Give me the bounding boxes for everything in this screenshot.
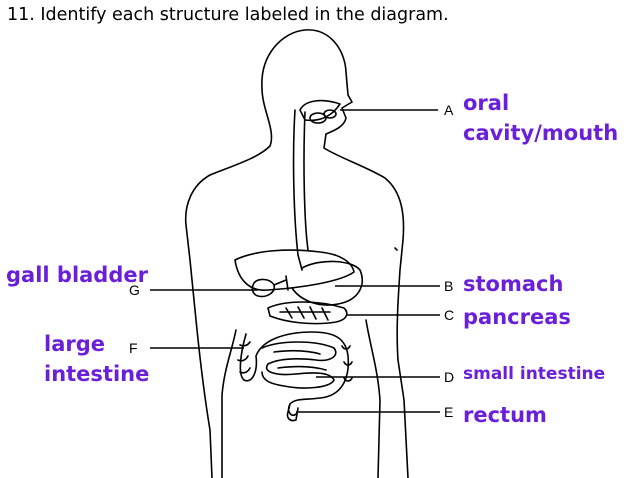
oral-cavity xyxy=(299,99,341,122)
answer-b: stomach xyxy=(463,272,564,296)
question-title: 11. Identify each structure labeled in t… xyxy=(7,5,449,25)
label-letter-g: G xyxy=(129,282,140,298)
stomach xyxy=(291,260,363,306)
rectum xyxy=(286,403,299,422)
label-letter-f: F xyxy=(129,340,138,356)
answer-c: pancreas xyxy=(463,305,571,329)
gall-bladder xyxy=(251,278,276,298)
esophagus xyxy=(292,109,303,271)
body-outline xyxy=(184,29,409,478)
answer-f-line2: intestine xyxy=(44,362,150,386)
pancreas xyxy=(267,301,348,325)
answer-a-line2: cavity/mouth xyxy=(463,121,619,145)
large-intestine xyxy=(239,331,350,417)
answer-f-line1: large xyxy=(44,332,106,356)
label-letter-d: D xyxy=(444,369,455,385)
small-intestine xyxy=(261,341,337,389)
esophagus-inner xyxy=(303,111,309,251)
answer-a-line1: oral xyxy=(463,91,510,115)
label-letter-e: E xyxy=(444,404,454,420)
left-arm-contour xyxy=(221,329,237,478)
answer-e: rectum xyxy=(463,403,547,427)
answer-d: small intestine xyxy=(463,364,606,384)
label-letter-b: B xyxy=(444,278,454,294)
label-letter-a: A xyxy=(444,102,454,118)
label-letter-c: C xyxy=(444,307,455,323)
right-arm-contour xyxy=(365,319,381,478)
answer-g: gall bladder xyxy=(6,263,148,287)
